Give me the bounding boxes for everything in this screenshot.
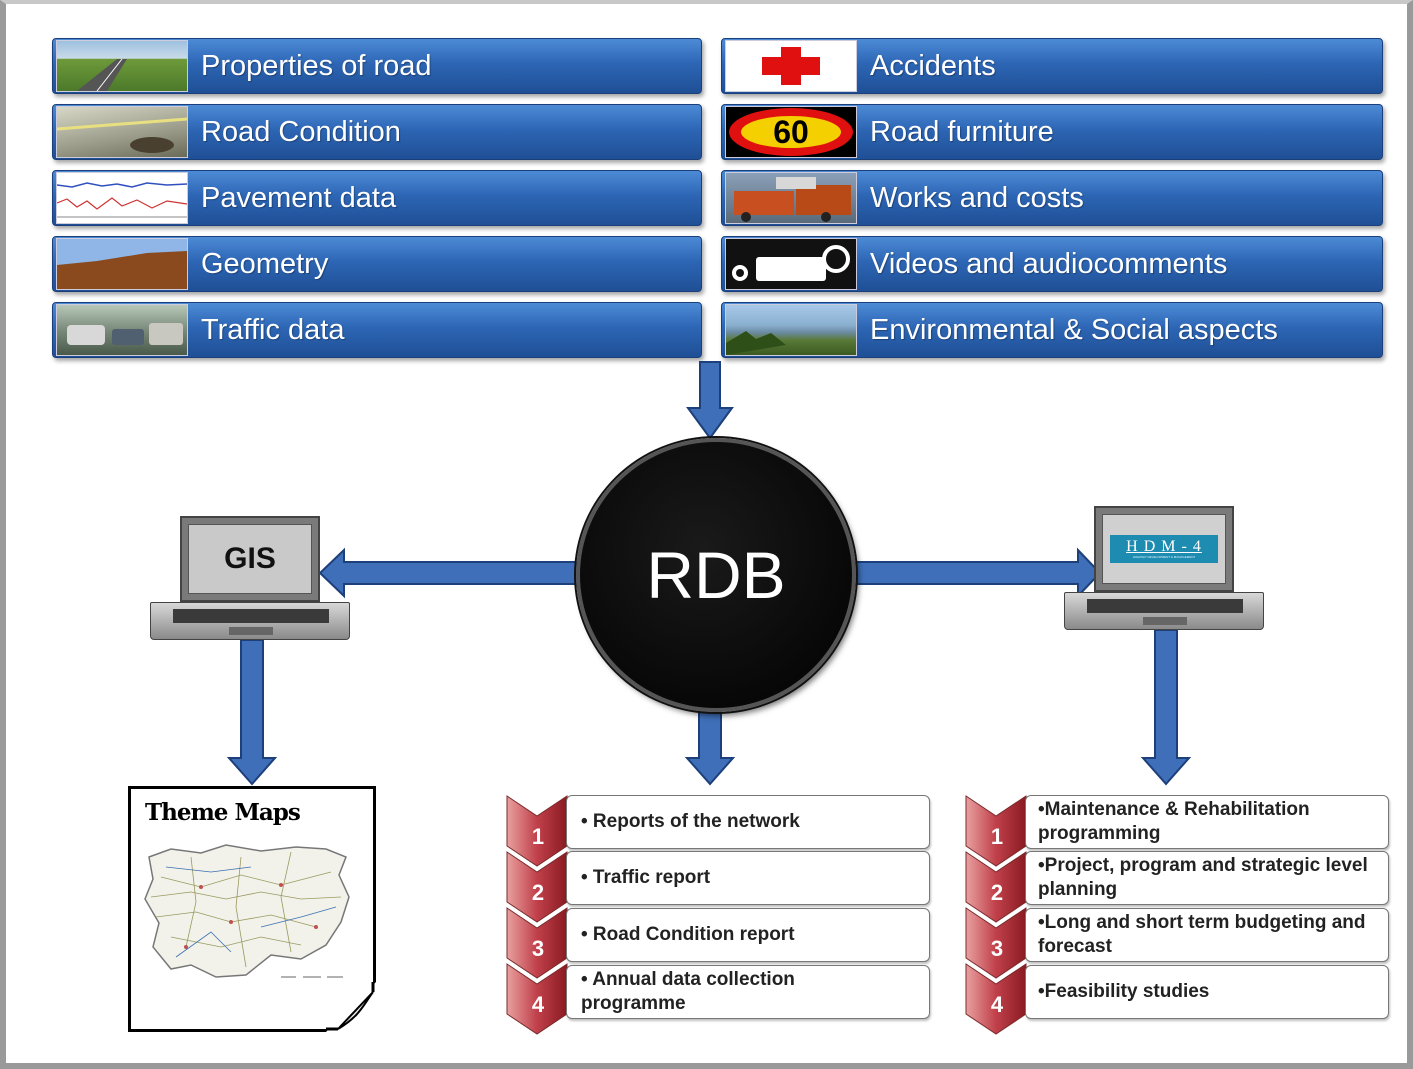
hdm-label: H D M - 4 xyxy=(1126,537,1202,555)
hdm-logo: H D M - 4 HIGHWAY DEVELOPMENT & MANAGEME… xyxy=(1110,535,1218,563)
hdm-laptop-screen: H D M - 4 HIGHWAY DEVELOPMENT & MANAGEME… xyxy=(1094,506,1234,592)
hdm-laptop: H D M - 4 HIGHWAY DEVELOPMENT & MANAGEME… xyxy=(1064,506,1264,632)
speed-sign-icon: 60 xyxy=(725,106,857,158)
output-text: •Project, program and strategic level pl… xyxy=(1038,855,1368,900)
bar-label: Properties of road xyxy=(201,49,432,82)
landscape-photo-icon xyxy=(725,304,857,356)
report-number: 3 xyxy=(531,936,545,961)
bar-works-and-costs: Works and costs xyxy=(721,170,1383,226)
theme-maps-document: Theme Maps xyxy=(128,786,376,1032)
traffic-photo-icon xyxy=(56,304,188,356)
gis-label: GIS xyxy=(224,542,276,575)
red-cross-icon xyxy=(725,40,857,92)
bar-label: Road furniture xyxy=(870,115,1054,148)
report-item: • Reports of the network xyxy=(566,795,930,849)
bar-accidents: Accidents xyxy=(721,38,1383,94)
speed-sign-text: 60 xyxy=(773,114,809,150)
output-item: •Maintenance & Rehabilitation programmin… xyxy=(1025,795,1389,849)
bar-label: Works and costs xyxy=(870,181,1084,214)
output-number: 1 xyxy=(990,824,1004,849)
report-item: • Road Condition report xyxy=(566,908,930,962)
report-text: • Annual data collection programme xyxy=(581,969,795,1014)
hdm-laptop-display: H D M - 4 HIGHWAY DEVELOPMENT & MANAGEME… xyxy=(1102,514,1226,584)
hdm-laptop-keyboard xyxy=(1064,592,1264,630)
hdm-sublabel: HIGHWAY DEVELOPMENT & MANAGEMENT xyxy=(1132,554,1196,559)
bar-label: Videos and audiocomments xyxy=(870,247,1228,280)
report-text: • Traffic report xyxy=(581,867,711,888)
gis-laptop-screen: GIS xyxy=(180,516,320,602)
theme-maps-title: Theme Maps xyxy=(145,799,301,826)
output-number: 4 xyxy=(990,992,1004,1017)
gis-laptop-display: GIS xyxy=(188,524,312,594)
gis-laptop: GIS xyxy=(150,516,350,642)
output-item: •Long and short term budgeting and forec… xyxy=(1025,908,1389,962)
output-item: •Project, program and strategic level pl… xyxy=(1025,851,1389,905)
bar-pavement-data: Pavement data xyxy=(52,170,702,226)
video-camera-icon xyxy=(725,238,857,290)
pavement-graph-icon xyxy=(56,172,188,224)
page-curl-icon xyxy=(326,982,376,1032)
report-item: • Annual data collection programme xyxy=(566,965,930,1019)
report-text: • Road Condition report xyxy=(581,924,795,945)
bar-label: Accidents xyxy=(870,49,996,82)
bar-properties-of-road: Properties of road xyxy=(52,38,702,94)
rdb-label: RDB xyxy=(646,538,786,612)
report-number: 4 xyxy=(531,992,545,1017)
report-number: 2 xyxy=(531,880,545,905)
reports-chevrons xyxy=(506,795,568,1035)
output-text: •Maintenance & Rehabilitation programmin… xyxy=(1038,799,1310,844)
bar-label: Environmental & Social aspects xyxy=(870,313,1278,346)
geometry-profile-icon xyxy=(56,238,188,290)
road-photo-icon xyxy=(56,40,188,92)
road-works-photo-icon xyxy=(725,172,857,224)
report-number: 1 xyxy=(531,824,545,849)
gis-laptop-keyboard xyxy=(150,602,350,640)
output-text: •Long and short term budgeting and forec… xyxy=(1038,912,1366,957)
bar-label: Pavement data xyxy=(201,181,397,214)
output-item: •Feasibility studies xyxy=(1025,965,1389,1019)
bar-label: Road Condition xyxy=(201,115,401,148)
output-number: 2 xyxy=(990,880,1004,905)
bar-road-condition: Road Condition xyxy=(52,104,702,160)
bar-label: Traffic data xyxy=(201,313,345,346)
bar-geometry: Geometry xyxy=(52,236,702,292)
bulgaria-map-icon xyxy=(144,844,350,978)
report-item: • Traffic report xyxy=(566,851,930,905)
road-damage-photo-icon xyxy=(56,106,188,158)
output-number: 3 xyxy=(990,936,1004,961)
output-text: •Feasibility studies xyxy=(1038,981,1210,1002)
rdb-circle: RDB xyxy=(576,438,856,712)
bar-label: Geometry xyxy=(201,247,329,280)
bar-traffic-data: Traffic data xyxy=(52,302,702,358)
bar-road-furniture: 60 Road furniture xyxy=(721,104,1383,160)
bar-environmental-social: Environmental & Social aspects xyxy=(721,302,1383,358)
bar-videos-and-audiocomments: Videos and audiocomments xyxy=(721,236,1383,292)
report-text: • Reports of the network xyxy=(581,811,800,832)
